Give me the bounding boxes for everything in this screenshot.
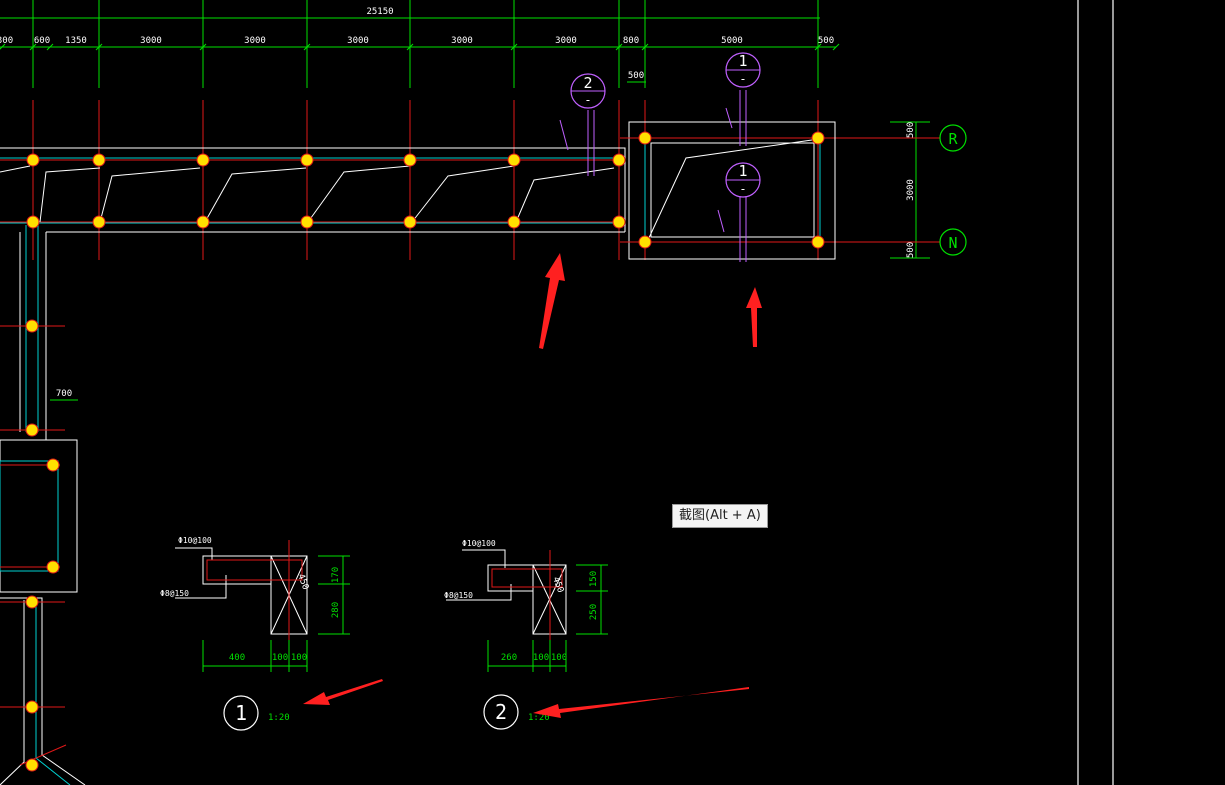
section-marker-2-number: 2 [583,74,592,92]
column-12 [507,215,521,229]
dim-seg-1: 300 [0,36,13,46]
column-8 [92,215,106,229]
dim-seg-9: 800 [623,36,639,46]
right-dimension-labels: 500 3000 500 [906,122,916,258]
dim-500-right-bottom: 500 [906,242,916,258]
column-16 [638,235,652,249]
column-9 [196,215,210,229]
detail-2-height-2: 250 [589,604,599,620]
columns [25,131,825,772]
viewport-border [1077,0,1114,785]
dim-500-top: 500 [628,71,644,81]
arrow-left-2 [533,687,749,718]
dim-tick-0 [0,43,6,50]
dim-700: 700 [56,389,72,399]
column-20 [46,458,60,472]
column-1 [92,153,106,167]
detail-1-rebar-top: Φ10@100 [178,536,212,545]
column-21 [46,560,60,574]
arrow-left-1 [303,679,383,705]
detail-2-width-3: 100 [551,653,567,663]
column-15 [811,131,825,145]
detail-1-height-1: 170 [331,567,341,583]
detail-2-width-2: 100 [533,653,549,663]
detail-2-rebar-top: Φ10@100 [462,539,496,548]
dim-tick-2 [46,43,54,51]
section-marker-1-b-dash: - [739,182,746,196]
column-14 [638,131,652,145]
detail-2-width-1: 260 [501,653,517,663]
detail-2-height-1: 150 [589,571,599,587]
detail-1-height-2: 280 [331,602,341,618]
dim-seg-11: 500 [818,36,834,46]
detail-1-scale: 1:20 [268,713,290,723]
annotation-arrows [303,253,762,718]
axis-bubble-n: N [939,228,967,256]
section-marker-1-a: 1 - [725,52,761,88]
dim-seg-2: 600 [34,36,50,46]
detail-1-width-3: 100 [291,653,307,663]
dim-seg-4: 3000 [140,36,162,46]
detail-1-rebar-stirrup: Φ8@150 [160,589,189,598]
dim-total: 25150 [366,7,393,17]
screenshot-tooltip: 截图(Alt + A) [672,504,768,528]
dim-500-right-top: 500 [906,122,916,138]
column-10 [300,215,314,229]
dim-seg-5: 3000 [244,36,266,46]
axis-label-r: R [948,130,958,148]
dim-3000-right: 3000 [906,179,916,201]
column-19 [25,423,39,437]
section-marker-1-a-dash: - [739,72,746,86]
detail-1: Φ10@100 Φ8@150 450 170 280 400 100 100 1… [160,536,350,731]
column-11 [403,215,417,229]
column-13 [612,215,626,229]
top-dimension-labels: 25150 300 600 1350 3000 3000 3000 3000 3… [0,7,834,399]
dim-seg-8: 3000 [555,36,577,46]
column-18 [25,319,39,333]
left-lower-beams [0,325,86,785]
axis-bubble-r: R [939,124,967,152]
detail-1-number: 1 [235,701,247,725]
section-marker-1-b: 1 - [725,162,761,198]
axis-label-n: N [948,234,957,252]
axis-lines-vertical [32,0,819,260]
dim-seg-10: 5000 [721,36,743,46]
section-marker-1-a-number: 1 [738,52,747,70]
arrow-up-1 [539,253,565,349]
column-24 [25,758,39,772]
dim-seg-7: 3000 [451,36,473,46]
detail-1-width-1: 400 [229,653,245,663]
section-marker-2-dash: - [584,93,591,107]
detail-2-number: 2 [495,700,507,724]
column-5 [507,153,521,167]
section-marker-1-b-number: 1 [738,162,747,180]
detail-2: Φ10@100 Φ8@150 450 150 250 260 100 100 2… [444,539,608,730]
detail-2-rebar-stirrup: Φ8@150 [444,591,473,600]
column-0 [26,153,40,167]
column-2 [196,153,210,167]
right-beam-box [620,121,836,260]
slab-break-lines [0,165,615,223]
dim-seg-3: 1350 [65,36,87,46]
column-3 [300,153,314,167]
detail-2-scale: 1:20 [528,713,550,723]
arrow-up-2 [746,287,762,347]
column-6 [612,153,626,167]
section-cut-lines [559,90,747,262]
dim-tick-11 [832,43,840,51]
section-marker-2: 2 - [570,73,606,109]
column-23 [25,700,39,714]
axis-lines-horizontal [820,137,940,243]
detail-1-width-2: 100 [272,653,288,663]
dim-seg-6: 3000 [347,36,369,46]
column-4 [403,153,417,167]
column-7 [26,215,40,229]
column-22 [25,595,39,609]
column-17 [811,235,825,249]
